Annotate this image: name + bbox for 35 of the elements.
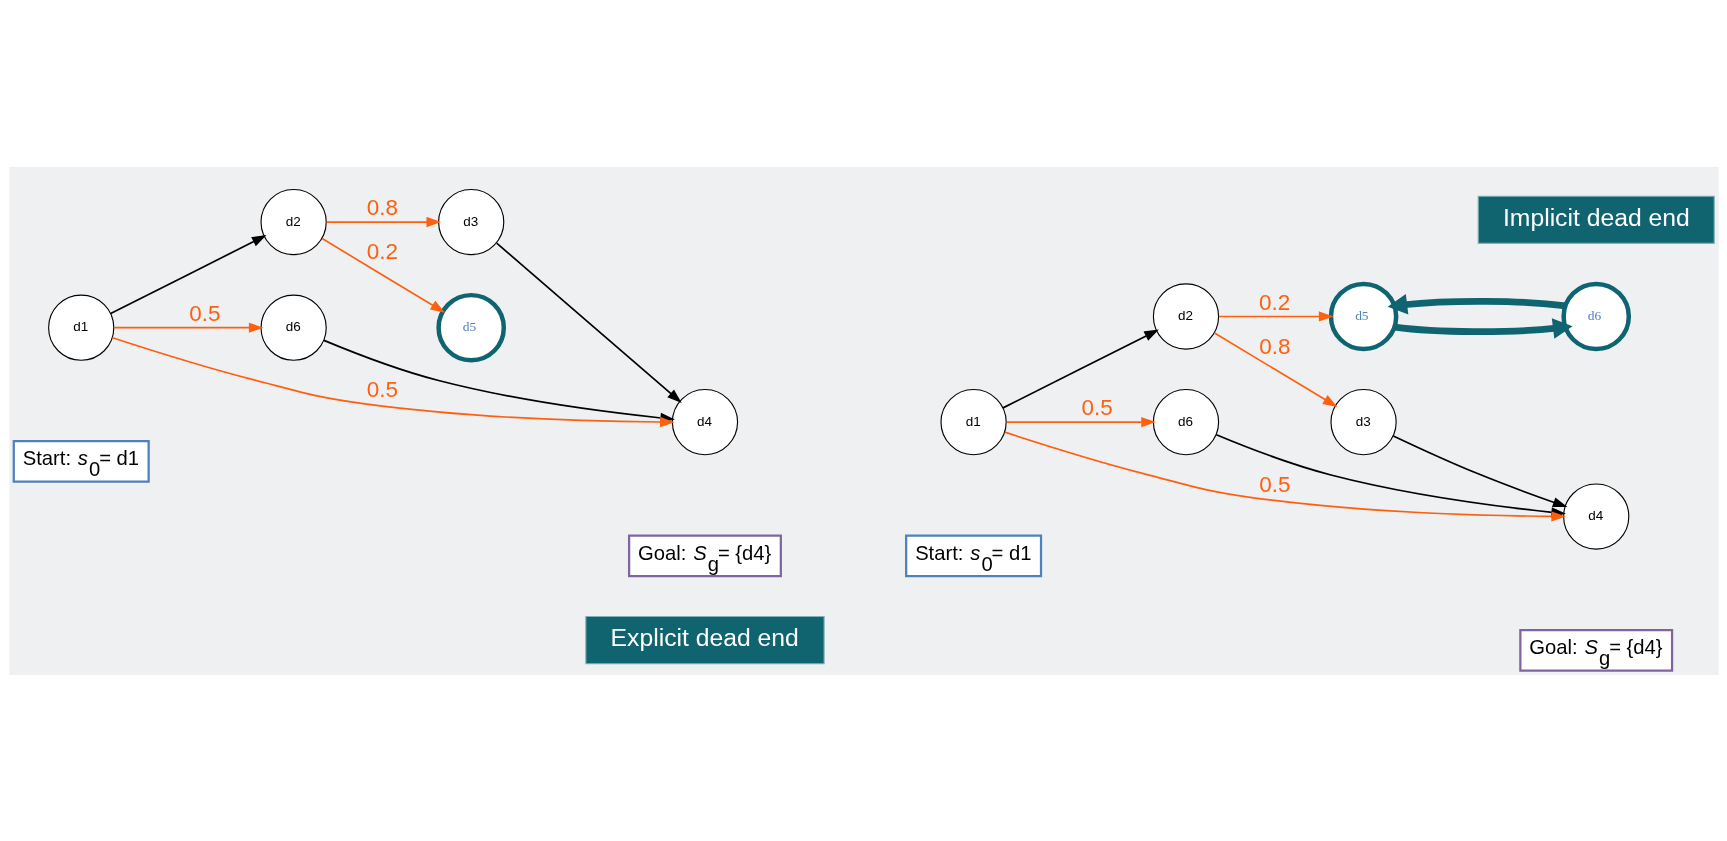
edge-label: 0.5 <box>1081 394 1113 420</box>
arrow <box>109 234 267 314</box>
arrow <box>320 237 445 313</box>
node-circle: d6 <box>1560 281 1631 351</box>
arrow <box>1213 331 1337 407</box>
node-box: Explicit dead end <box>584 615 825 664</box>
node-circle: d1 <box>47 294 114 361</box>
node-circle: d6 <box>1152 388 1219 455</box>
node-circle: d4 <box>1562 482 1629 550</box>
node-box: Implicit dead end <box>1477 195 1715 244</box>
arrow <box>325 216 441 227</box>
arrow <box>1001 329 1159 409</box>
node-circle: d4 <box>671 388 738 455</box>
edge-label: 0.5 <box>366 376 398 402</box>
arrow <box>1217 310 1333 322</box>
edge-label: 0.5 <box>1258 471 1290 497</box>
node-circle: d2 <box>259 188 327 255</box>
edge-label: 0.8 <box>366 194 398 220</box>
arrow <box>112 322 263 333</box>
arrow <box>1005 416 1156 427</box>
node-circle: d3 <box>1329 388 1397 455</box>
arrow <box>1387 293 1566 315</box>
node-circle: d2 <box>1152 282 1219 350</box>
node-circle: d5 <box>1328 281 1398 351</box>
edge-label: 0.2 <box>1258 289 1290 315</box>
arrow <box>495 241 682 403</box>
edge-label: 0.5 <box>188 300 220 326</box>
edge-label: 0.2 <box>366 238 398 264</box>
node-circle: d1 <box>939 388 1007 455</box>
arrow <box>1393 317 1573 339</box>
arrow <box>1392 434 1567 507</box>
node-circle: d6 <box>259 294 327 361</box>
node-circle: d3 <box>437 188 504 255</box>
edge-label: 0.8 <box>1258 333 1290 359</box>
node-circle: d5 <box>435 292 506 363</box>
